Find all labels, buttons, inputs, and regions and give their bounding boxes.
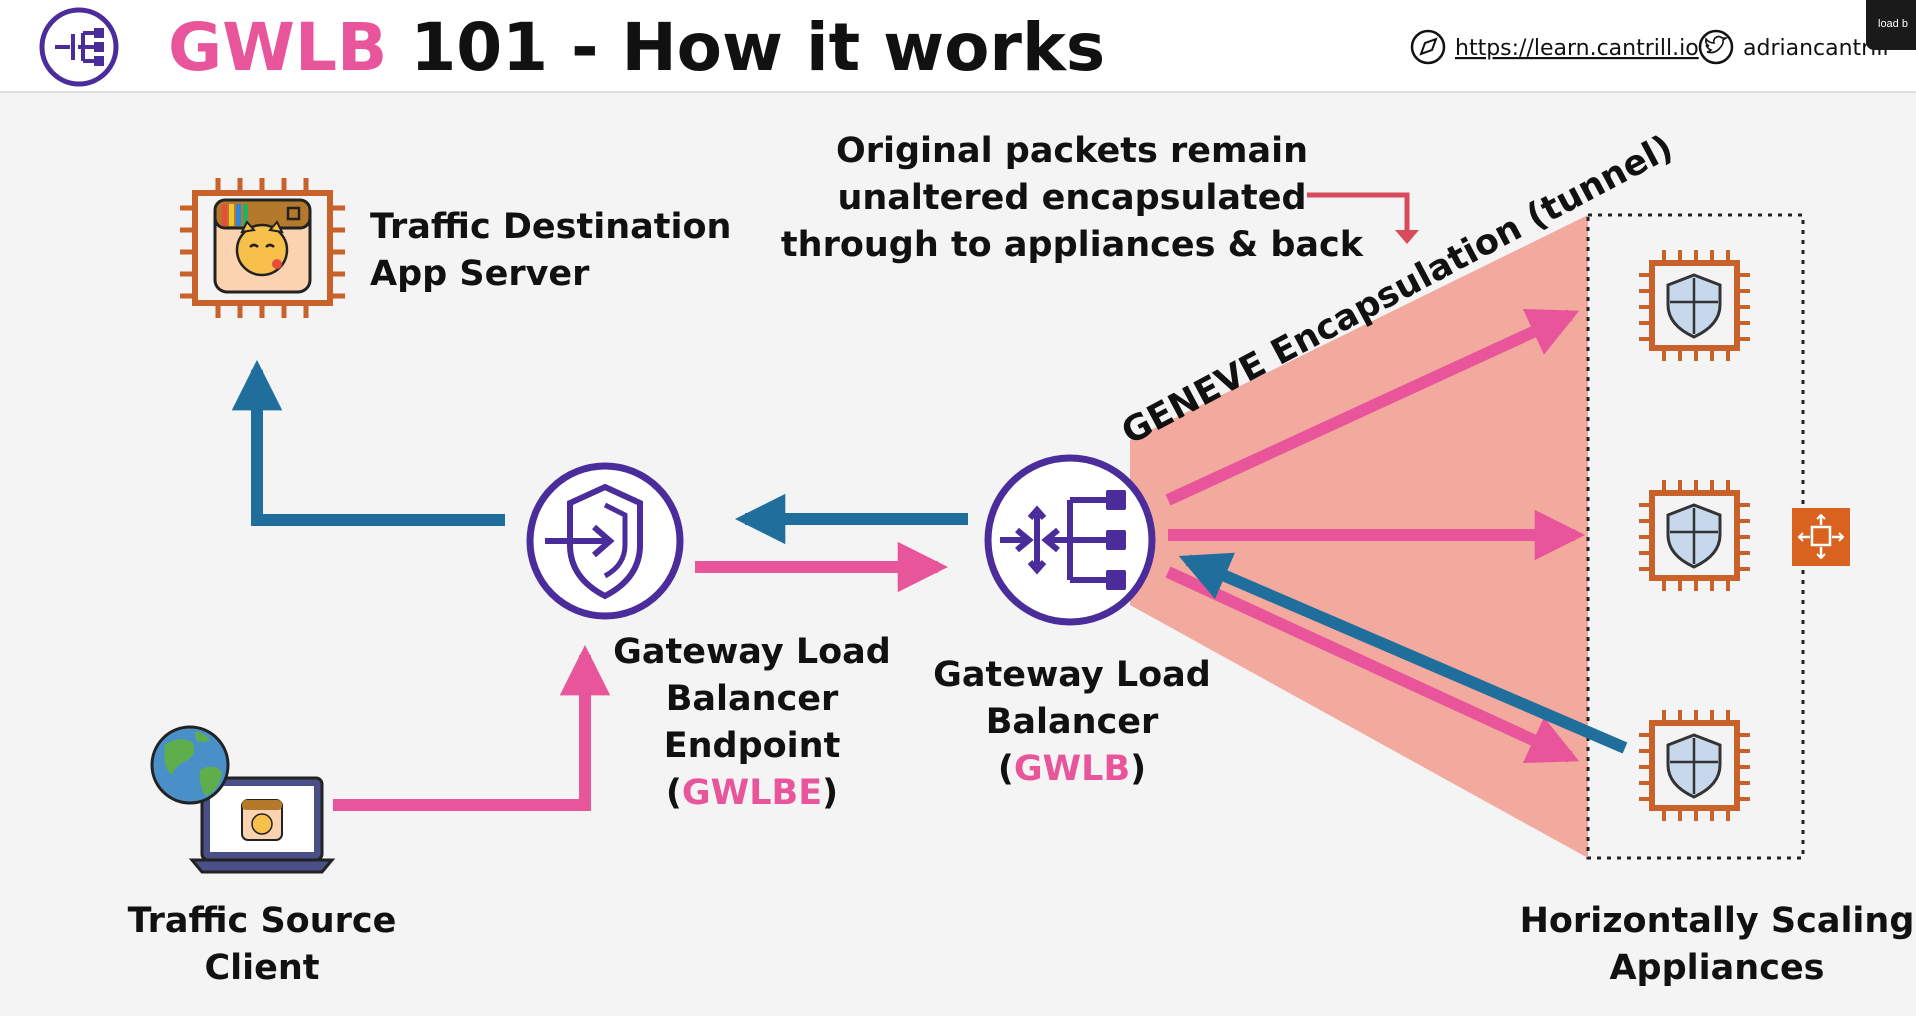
arrow-gwlb-to-appliance-1: [1165, 308, 1580, 506]
tooltip-badge: load b: [1866, 0, 1916, 50]
client-label-line2: Client: [204, 948, 319, 988]
arrow-gwlb-to-appliance-3: [1165, 566, 1580, 764]
gwlb-label-line1: Gateway Load: [933, 655, 1211, 695]
gwlbe-abbr: (GWLBE): [666, 773, 838, 813]
course-link[interactable]: https://learn.cantrill.io: [1455, 36, 1699, 61]
page-title: GWLB 101 - How it works: [168, 9, 1105, 86]
app-server-chip-icon: [180, 178, 345, 318]
arrow-appliance-3-to-gwlb: [1178, 552, 1628, 754]
note-line1: Original packets remain: [836, 131, 1308, 171]
appliance-2-chip-icon: [1639, 480, 1750, 591]
note-line2: unaltered encapsulated: [837, 178, 1306, 218]
client-laptop-icon: [188, 776, 336, 874]
globe-icon: [150, 725, 230, 805]
compass-icon: [1410, 29, 1446, 65]
gwlb-logo-icon: [39, 7, 119, 87]
note-arrow-line: [1307, 192, 1410, 232]
gwlbe-endpoint-icon: [526, 462, 684, 620]
note-arrow-head: [1395, 230, 1419, 244]
appliances-label-line1: Horizontally Scaling: [1520, 901, 1915, 941]
note-line3: through to appliances & back: [781, 225, 1364, 265]
gwlb-load-balancer-icon: [984, 454, 1156, 626]
title-accent: GWLB: [168, 9, 387, 86]
arrow-client-to-gwlbe: [333, 644, 611, 811]
title-rest: 101 - How it works: [387, 9, 1105, 86]
gwlbe-label-line2: Balancer: [666, 679, 839, 719]
app-server-label-line2: App Server: [370, 254, 590, 294]
gwlbe-label-line3: Endpoint: [664, 726, 841, 766]
app-server-label-line1: Traffic Destination: [370, 207, 731, 247]
appliance-1-chip-icon: [1639, 250, 1750, 361]
gwlb-abbr: (GWLB): [998, 749, 1146, 789]
appliances-label-line2: Appliances: [1609, 948, 1824, 988]
gwlb-label-line2: Balancer: [986, 702, 1159, 742]
twitter-handle[interactable]: adriancantrill: [1743, 36, 1889, 61]
twitter-icon: [1698, 29, 1734, 65]
client-label-line1: Traffic Source: [128, 901, 397, 941]
arrow-gwlbe-to-app-server: [231, 359, 505, 526]
gwlbe-label-line1: Gateway Load: [613, 632, 891, 672]
auto-scaling-icon: [1792, 508, 1850, 566]
header-bar: [0, 0, 1916, 92]
appliance-3-chip-icon: [1639, 710, 1750, 821]
